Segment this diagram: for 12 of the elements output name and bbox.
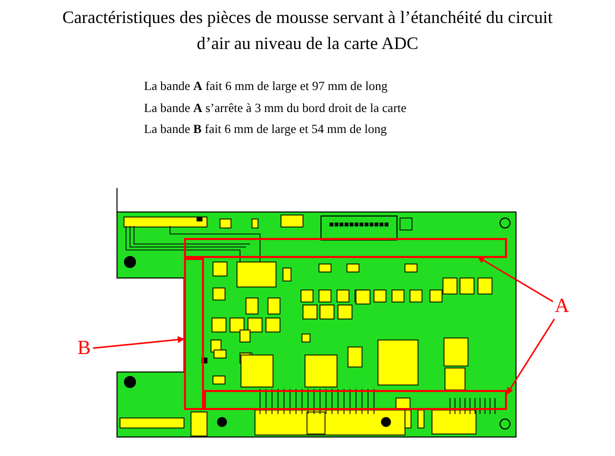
foam-strip [184, 238, 507, 258]
callout-letter: A [553, 295, 571, 319]
foam-strip [204, 390, 507, 410]
note-text: La bande B fait 6 mm de large et 54 mm de long [144, 121, 387, 137]
foam-strip [184, 258, 204, 410]
callout-letter: B [75, 337, 93, 361]
arrow [506, 318, 556, 395]
arrow [477, 256, 554, 302]
arrow [92, 336, 185, 349]
note-text: La bande A s’arrête à 3 mm du bord droit de la carte [144, 100, 406, 116]
title: Caractéristiques des pièces de mousse servant à l’étanchéité du circuit d’air au niveau de la carte ADC [61, 6, 554, 55]
note-text: La bande A fait 6 mm de large et 97 mm de long [144, 78, 388, 94]
